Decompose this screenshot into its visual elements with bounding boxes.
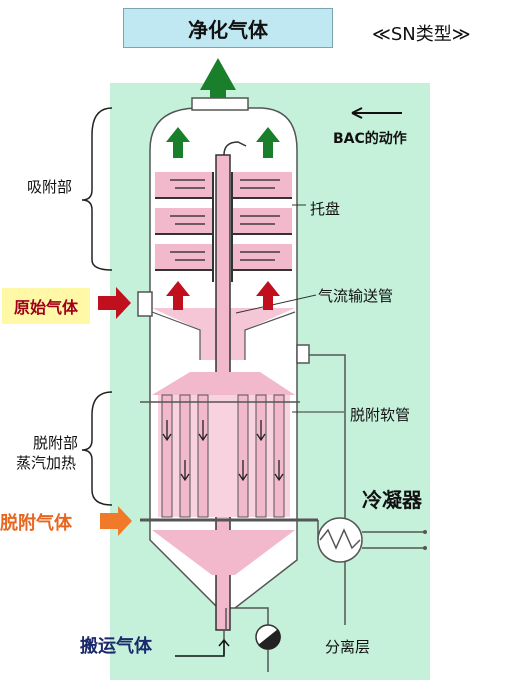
tube-flow-arrows bbox=[162, 420, 284, 482]
desorption-gas-label: 脱附气体 bbox=[0, 513, 72, 534]
gas-transport-pipe-label: 气流输送管 bbox=[318, 287, 394, 305]
valve-half bbox=[258, 629, 281, 650]
condenser-label: 冷凝器 bbox=[362, 488, 422, 512]
condenser-lines bbox=[362, 531, 425, 549]
upper-cone-outline bbox=[151, 311, 296, 360]
purified-gas-box: 净化气体 bbox=[123, 8, 333, 48]
desorption-section-label: 脱附部 bbox=[33, 434, 79, 452]
steam-heating-label: 蒸汽加热 bbox=[16, 454, 77, 472]
tray-stack-right bbox=[231, 172, 292, 282]
top-outlet-neck bbox=[191, 97, 249, 111]
bac-action-arrow-icon bbox=[351, 107, 402, 119]
carrier-gas-label: 搬运气体 bbox=[80, 636, 152, 657]
green-arrow-icons bbox=[166, 58, 280, 158]
right-side-nozzle bbox=[296, 344, 310, 364]
lower-cone bbox=[152, 530, 295, 575]
tray-flow-arrows bbox=[170, 179, 280, 261]
bac-action-label: BAC的动作 bbox=[333, 131, 407, 147]
raw-gas-box: 原始气体 bbox=[2, 288, 90, 324]
adsorption-bracket bbox=[81, 107, 113, 271]
adsorption-section-label: 吸附部 bbox=[27, 178, 73, 196]
raw-gas-inlet-nozzle bbox=[137, 291, 153, 317]
red-arrow-icons bbox=[98, 281, 280, 319]
type-label: ≪SN类型≫ bbox=[372, 24, 471, 45]
carrier-arrow-icon bbox=[175, 638, 230, 657]
orange-arrow-icon bbox=[100, 506, 132, 536]
desorption-tubes bbox=[161, 394, 285, 518]
desorption-bed-top bbox=[152, 372, 295, 395]
page-title: 净化气体 bbox=[188, 17, 268, 42]
tray-label: 托盘 bbox=[310, 200, 341, 218]
pipe-top-curve bbox=[223, 141, 247, 156]
separation-layer-label: 分离层 bbox=[325, 638, 371, 656]
tray-stack-left bbox=[155, 172, 214, 282]
desorption-bed bbox=[158, 395, 290, 517]
condenser-coil bbox=[319, 528, 361, 550]
desorption-hose-label: 脱附软管 bbox=[350, 406, 411, 424]
desorption-bracket bbox=[81, 391, 113, 506]
raw-gas-label: 原始气体 bbox=[13, 298, 78, 317]
pipe-leader bbox=[235, 294, 317, 314]
